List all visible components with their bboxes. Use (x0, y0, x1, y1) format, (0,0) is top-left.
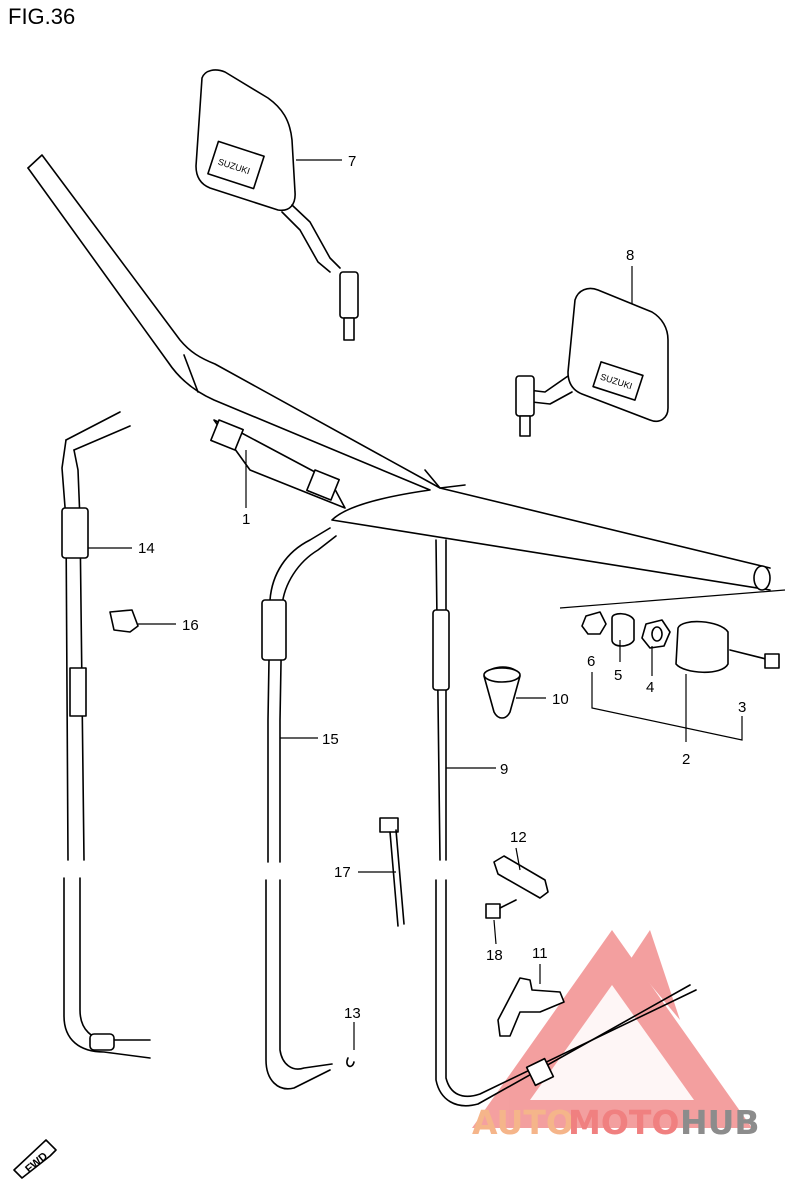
callout-18: 18 (486, 947, 503, 964)
bar-end-assembly (559, 589, 786, 742)
bracket-upper (493, 855, 549, 899)
handlebar (27, 154, 771, 591)
callout-5: 5 (614, 667, 622, 684)
clutch-cable (261, 527, 337, 1090)
callout-12: 12 (510, 829, 527, 846)
callout-10: 10 (552, 691, 569, 708)
callout-8: 8 (626, 247, 634, 264)
callout-16: 16 (182, 617, 199, 634)
bolt (485, 899, 517, 919)
watermark-part3: HUB (680, 1103, 760, 1142)
callout-3: 3 (738, 699, 746, 716)
callout-15: 15 (322, 731, 339, 748)
throttle-cables (61, 411, 151, 1059)
front-cable (432, 539, 697, 1107)
callout-14: 14 (138, 540, 155, 557)
bracket-lower (497, 977, 565, 1037)
callout-11: 11 (532, 945, 548, 962)
watermark-text: AUTO MOTO HUB (472, 1103, 760, 1142)
callout-17: 17 (334, 864, 351, 881)
callout-9: 9 (500, 761, 508, 778)
callout-2: 2 (682, 751, 690, 768)
callout-labels: 1 2 3 4 5 6 7 8 9 10 11 12 13 14 15 16 1… (138, 153, 746, 1022)
fwd-badge: FWD (13, 1139, 57, 1179)
callout-7: 7 (348, 153, 356, 170)
watermark-part2: MOTO (568, 1103, 679, 1142)
watermark-part1: AUTO (472, 1103, 574, 1142)
cable-clip (109, 609, 139, 633)
small-clip (346, 1057, 355, 1068)
cable-band (379, 817, 405, 927)
callout-1: 1 (242, 511, 250, 528)
leader-lines (88, 159, 653, 1050)
callout-6: 6 (587, 653, 595, 670)
mirror-right: SUZUKI (515, 287, 669, 437)
mirror-left: SUZUKI (195, 69, 359, 341)
figure-title: FIG.36 (8, 4, 76, 29)
callout-13: 13 (344, 1005, 361, 1022)
throttle-grip-part (483, 666, 521, 719)
callout-4: 4 (646, 679, 654, 696)
